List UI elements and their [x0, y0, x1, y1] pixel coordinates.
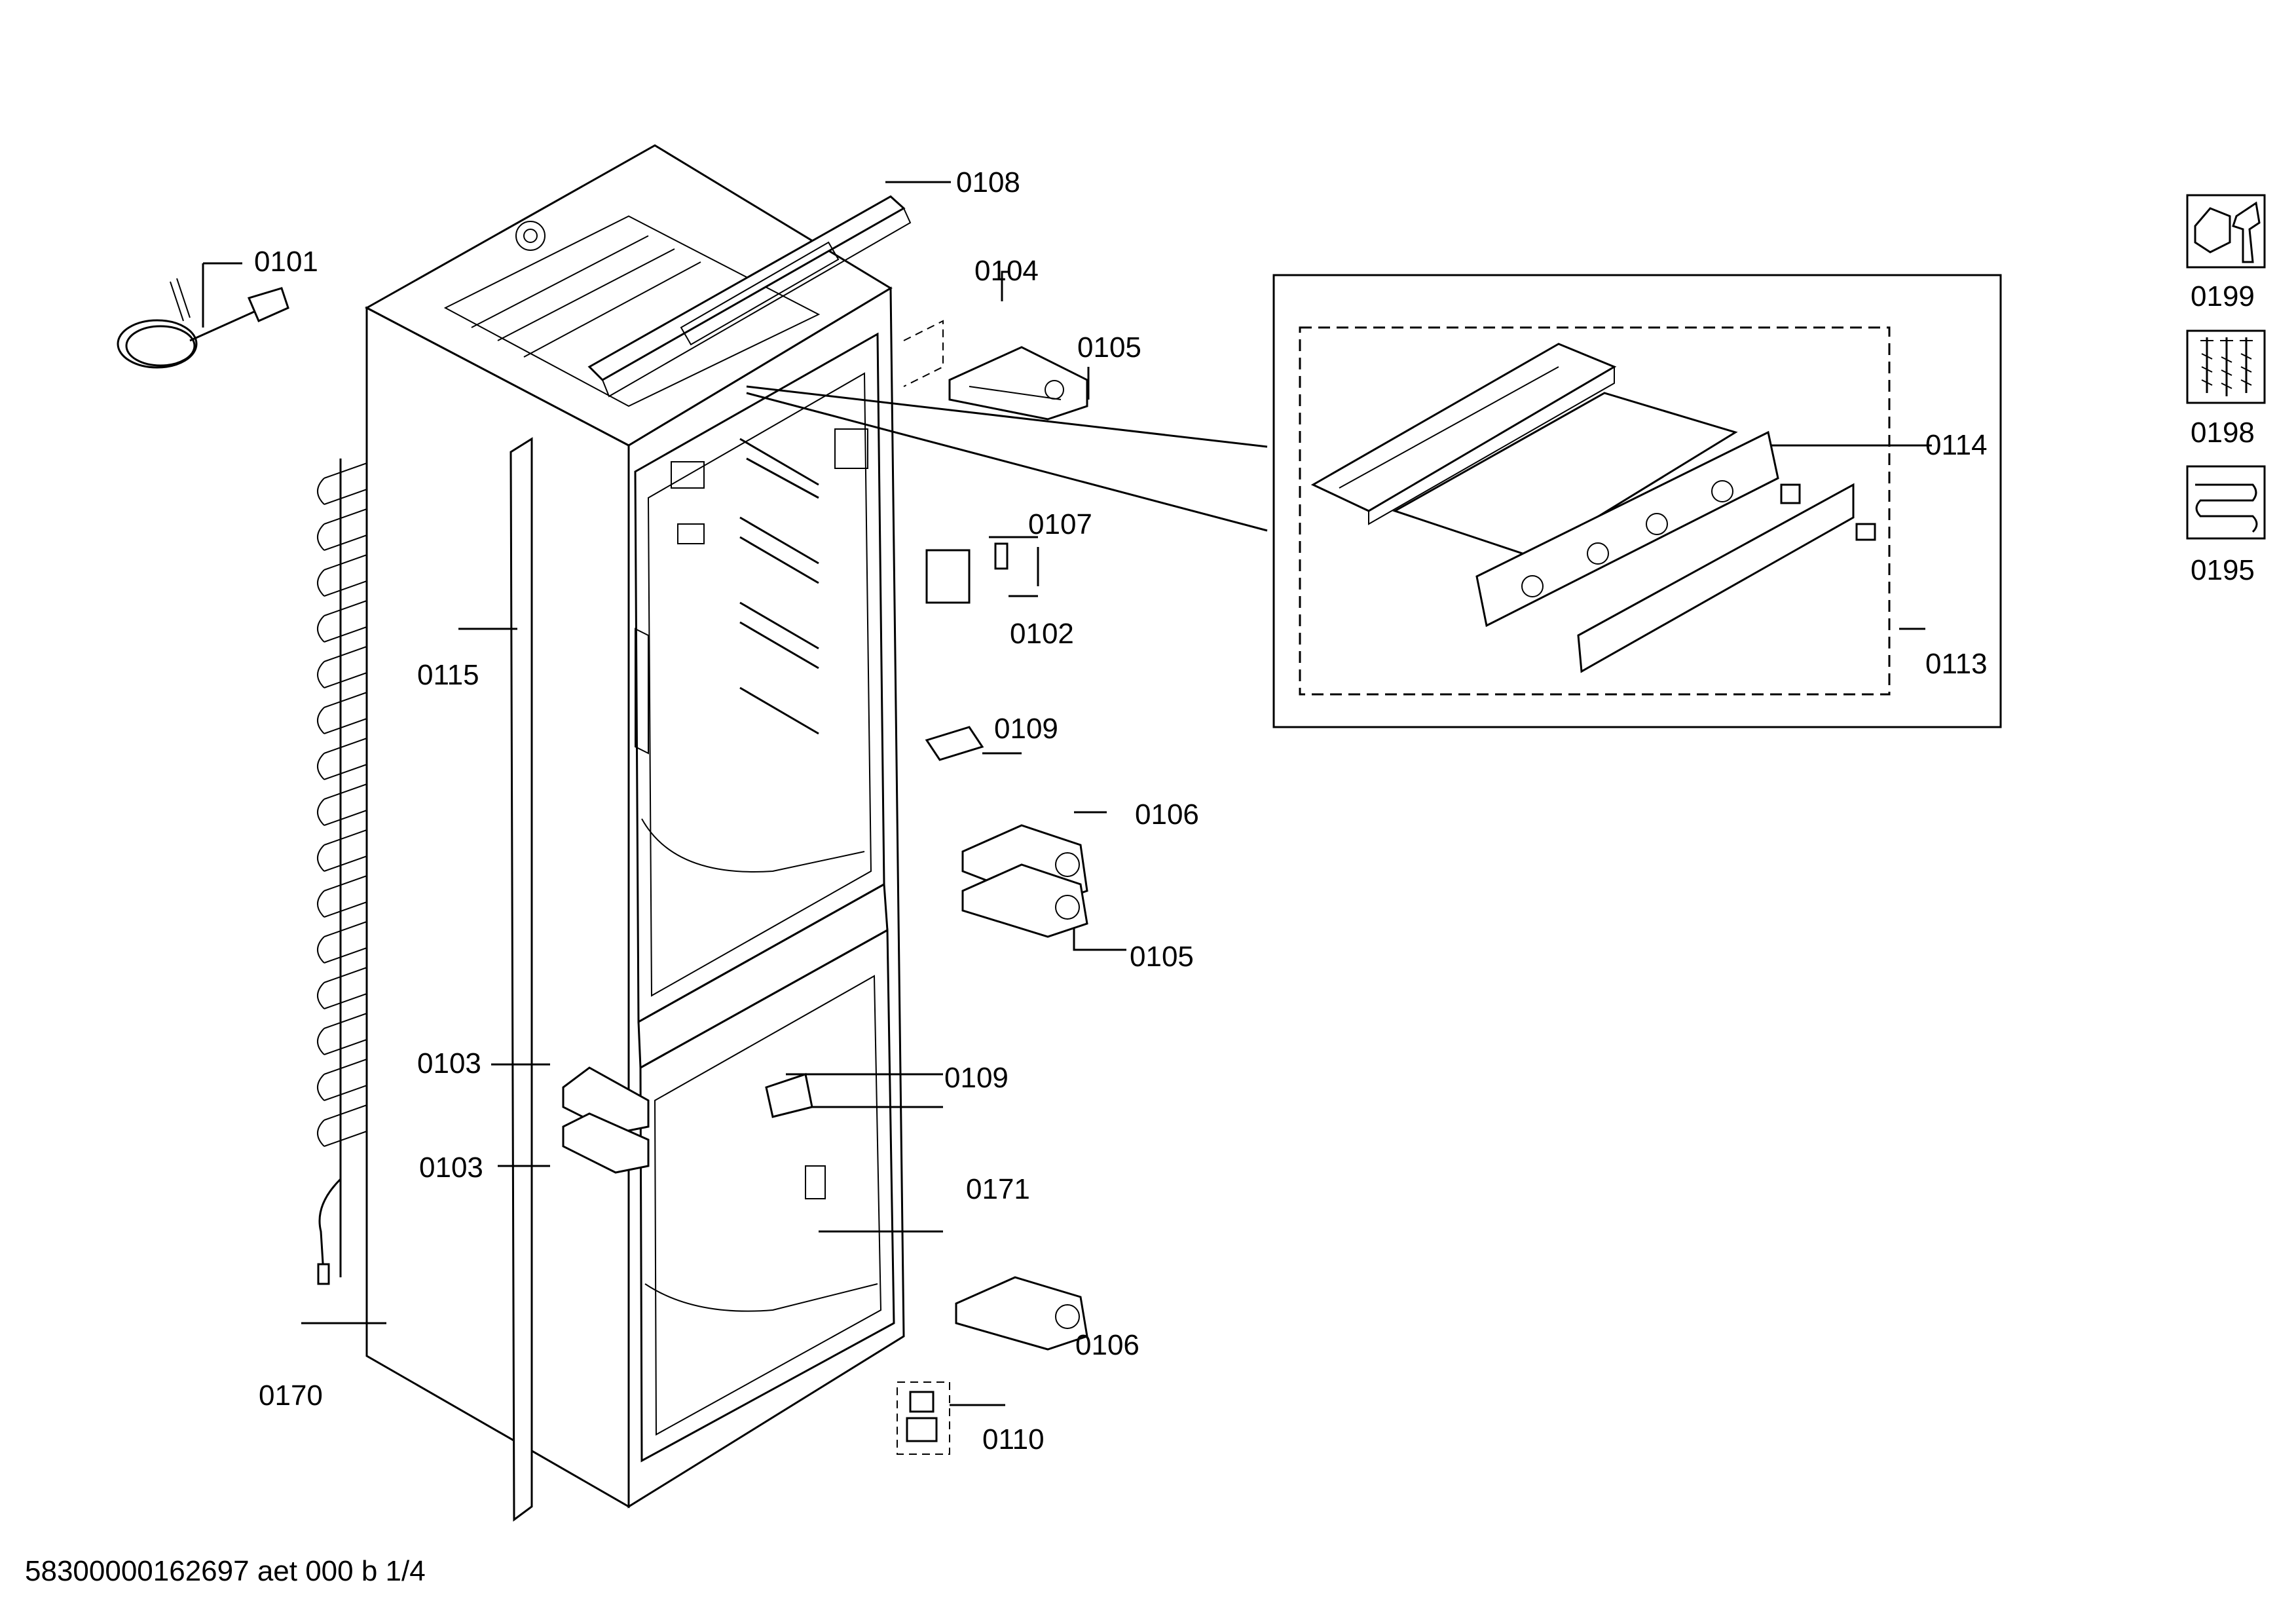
label-0105-middle[interactable]: 0105	[1130, 941, 1194, 973]
document-id-footer: 58300000162697 aet 000 b 1/4	[25, 1555, 426, 1587]
lamp-0109-upper	[925, 726, 984, 761]
label-0104[interactable]: 0104	[974, 255, 1039, 287]
legend-label-0199: 0199	[2191, 280, 2255, 312]
legend-tools-icon[interactable]	[2186, 194, 2266, 269]
label-0113[interactable]: 0113	[1925, 648, 1988, 680]
label-0109-upper[interactable]: 0109	[994, 713, 1058, 745]
label-0171[interactable]: 0171	[966, 1173, 1030, 1205]
label-0170[interactable]: 0170	[259, 1379, 323, 1412]
label-0114[interactable]: 0114	[1925, 429, 1988, 461]
power-cord-0101	[117, 278, 289, 369]
cabinet-body	[364, 144, 905, 1509]
hinge-0106-bottom	[955, 1276, 1088, 1351]
label-0115[interactable]: 0115	[417, 659, 479, 691]
top-rail-0108	[587, 195, 912, 398]
label-0101[interactable]: 0101	[254, 246, 318, 278]
legend-label-0198: 0198	[2191, 417, 2255, 449]
label-0108[interactable]: 0108	[956, 166, 1020, 198]
label-0103-lower[interactable]: 0103	[419, 1152, 483, 1184]
legend-label-0195: 0195	[2191, 554, 2255, 586]
hinge-0105-middle	[961, 863, 1088, 938]
label-0103-upper[interactable]: 0103	[417, 1047, 481, 1079]
side-trim-strip-0115	[509, 437, 533, 1522]
plug-0110	[897, 1381, 950, 1455]
label-0109-lower[interactable]: 0109	[944, 1062, 1009, 1094]
label-0106-middle[interactable]: 0106	[1135, 798, 1199, 831]
part-labels: 0101 0108 0104 0105 0107 0102 0115 0109 …	[254, 166, 1988, 1455]
cover-0102	[925, 549, 971, 604]
control-module-detail-box	[1272, 274, 2002, 728]
label-0102[interactable]: 0102	[1010, 618, 1074, 650]
legend-heater-icon[interactable]	[2186, 465, 2266, 540]
legend-screws-icon[interactable]	[2186, 329, 2266, 404]
clip-0107	[994, 542, 1009, 570]
hinge-0103-lower	[562, 1112, 650, 1174]
label-0107[interactable]: 0107	[1028, 508, 1092, 540]
label-0105-top[interactable]: 0105	[1077, 331, 1141, 364]
lamp-0109-lower	[765, 1073, 813, 1118]
label-0110[interactable]: 0110	[982, 1423, 1045, 1455]
hinge-0105-top	[948, 346, 1088, 421]
label-0106-bottom[interactable]: 0106	[1075, 1329, 1139, 1361]
legend-labels: 0199 0198 0195	[2191, 280, 2255, 586]
